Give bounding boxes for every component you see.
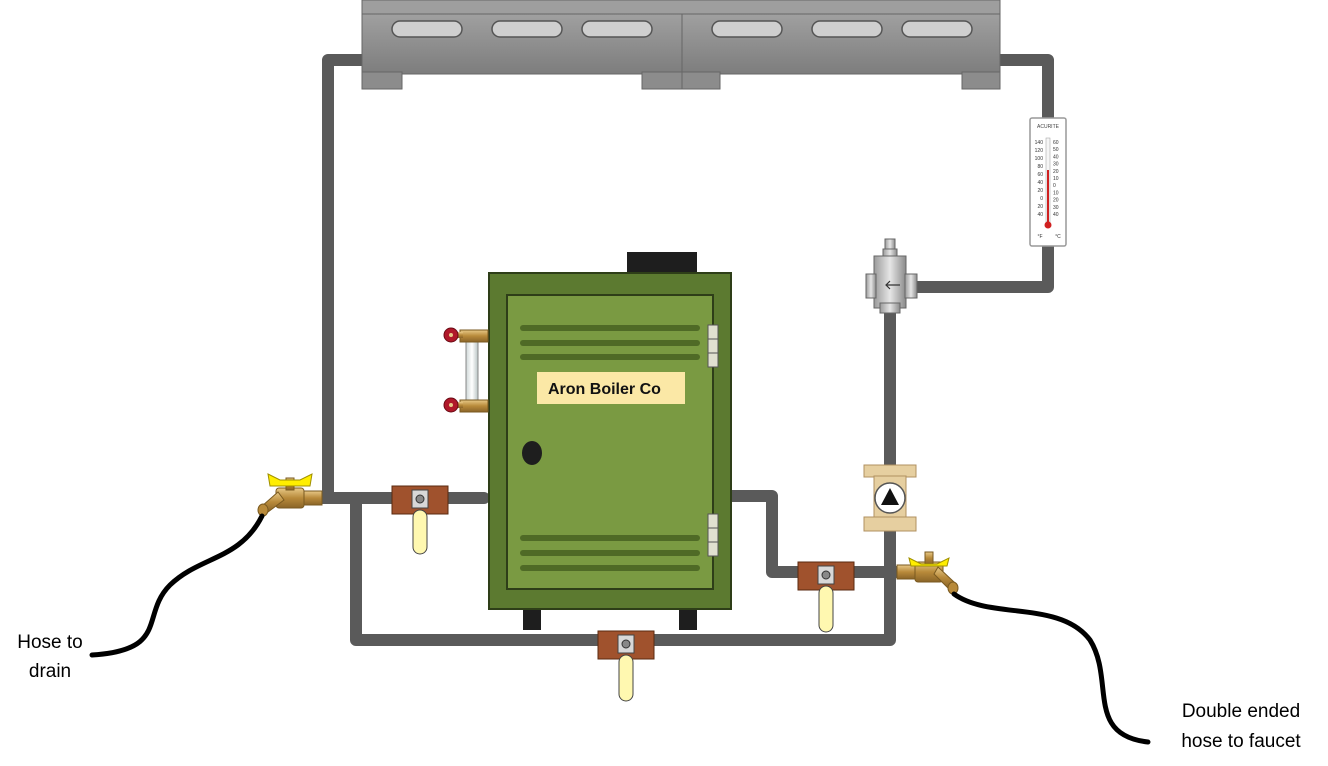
boiler-vent-louver [520,340,700,346]
celsius-tick-label: 20 [1053,198,1059,204]
boiler-vent-louver [520,565,700,571]
fahrenheit-tick-label: 60 [1037,172,1043,178]
fahrenheit-tick-label: 40 [1037,180,1043,186]
baseboard-radiator [361,0,1001,90]
fahrenheit-tick-label: 100 [1035,156,1044,162]
radiator-slot [811,20,883,38]
ball-valve-return[interactable] [797,561,855,633]
boiler: Aron Boiler Co [488,252,732,630]
radiator-foot [681,71,721,90]
celsius-tick-label: 10 [1053,190,1059,196]
boiler-vent-louver [520,535,700,541]
boiler-flue-collar [627,252,697,274]
drain-hose [89,513,265,658]
fahrenheit-scale: 140 120 100 80 60 40 20 0 20 40 [1035,140,1044,218]
celsius-tick-label: 30 [1053,205,1059,211]
boiler-vent-louver [520,354,700,360]
faucet-hose [951,591,1151,745]
thermometer-bulb [1044,221,1052,229]
celsius-tick-label: 60 [1053,140,1059,146]
air-separator-right-port [904,273,918,299]
spigot-handle[interactable] [908,557,950,567]
sight-glass-upper-fitting [459,329,489,343]
celsius-tick-label: 0 [1053,183,1056,189]
thermometer-brand: ACURITE [1037,124,1060,130]
boiler-vent-louver [520,550,700,556]
drain-spigot-left[interactable] [257,473,323,517]
air-vent-cap [884,238,896,250]
boiler-foot-right [679,606,697,630]
ball-valve-handle[interactable] [412,509,428,555]
air-separator-left-port [865,273,877,299]
celsius-tick-label: 50 [1053,147,1059,153]
boiler-door-latch[interactable] [522,441,542,465]
sight-glass-tube [465,339,479,403]
faucet-hose-label-line1: Double ended [1182,701,1300,722]
fahrenheit-tick-label: 140 [1035,140,1044,146]
faucet-hose-label-line2: hose to faucet [1181,731,1301,752]
circulator-pump [863,464,917,532]
thermometer-return-pipe [899,238,1054,293]
water-level-sight-glass [443,327,489,413]
celsius-tick-label: 20 [1053,169,1059,175]
radiator-slot [711,20,783,38]
ball-valve-handle[interactable] [618,654,634,702]
flow-arrow-icon [885,280,900,290]
boiler-nameplate [537,372,685,404]
pump-direction-arrow-icon [881,488,899,505]
radiator-slot [581,20,653,38]
fahrenheit-tick-label: 40 [1037,212,1043,218]
radiator-foot [961,71,1001,90]
radiator-foot [361,71,403,90]
celsius-tick-label: 30 [1053,162,1059,168]
radiator-return-pipe [989,54,1054,126]
drain-hose-label-line1: Hose to [17,632,82,653]
fahrenheit-tick-label: 80 [1037,164,1043,170]
radiator-slot [391,20,463,38]
ball-valve-bypass[interactable] [597,630,655,702]
boiler-foot-left [523,606,541,630]
unit-fahrenheit: °F [1037,234,1042,240]
radiator-foot [641,71,683,90]
boiler-hinge [707,513,719,557]
sight-glass-upper-valve-handle[interactable] [443,327,463,343]
pump-top-flange [863,464,917,478]
drain-hose-label-line2: drain [29,661,71,682]
unit-celsius: °C [1055,234,1061,240]
boiler-hinge [707,324,719,368]
air-separator-bottom-port [879,302,901,314]
fahrenheit-tick-label: 20 [1037,188,1043,194]
fahrenheit-tick-label: 20 [1037,204,1043,210]
boiler-vent-louver [520,325,700,331]
sight-glass-lower-valve-handle[interactable] [443,397,463,413]
boiler-nameplate-text: Aron Boiler Co [548,381,661,398]
air-vent-stem [882,248,898,257]
radiator-slot [491,20,563,38]
ball-valve-supply[interactable] [391,485,449,555]
pump-bottom-flange [863,516,917,532]
supply-pipe-left-riser [322,54,490,504]
celsius-tick-label: 10 [1053,176,1059,182]
sight-glass-lower-fitting [459,399,489,413]
spigot-handle[interactable] [267,473,313,487]
fill-spigot-right[interactable] [896,551,959,595]
fahrenheit-tick-label: 120 [1035,148,1044,154]
celsius-tick-label: 40 [1053,212,1059,218]
ball-valve-handle[interactable] [818,585,834,633]
air-separator-valve [865,238,918,314]
boiler-door-panel [506,294,714,590]
celsius-tick-label: 40 [1053,154,1059,160]
radiator-top-rail [361,0,1001,15]
radiator-slot [901,20,973,38]
thermometer-mercury [1047,170,1049,224]
air-separator-body [873,255,907,309]
fahrenheit-tick-label: 0 [1040,196,1043,202]
